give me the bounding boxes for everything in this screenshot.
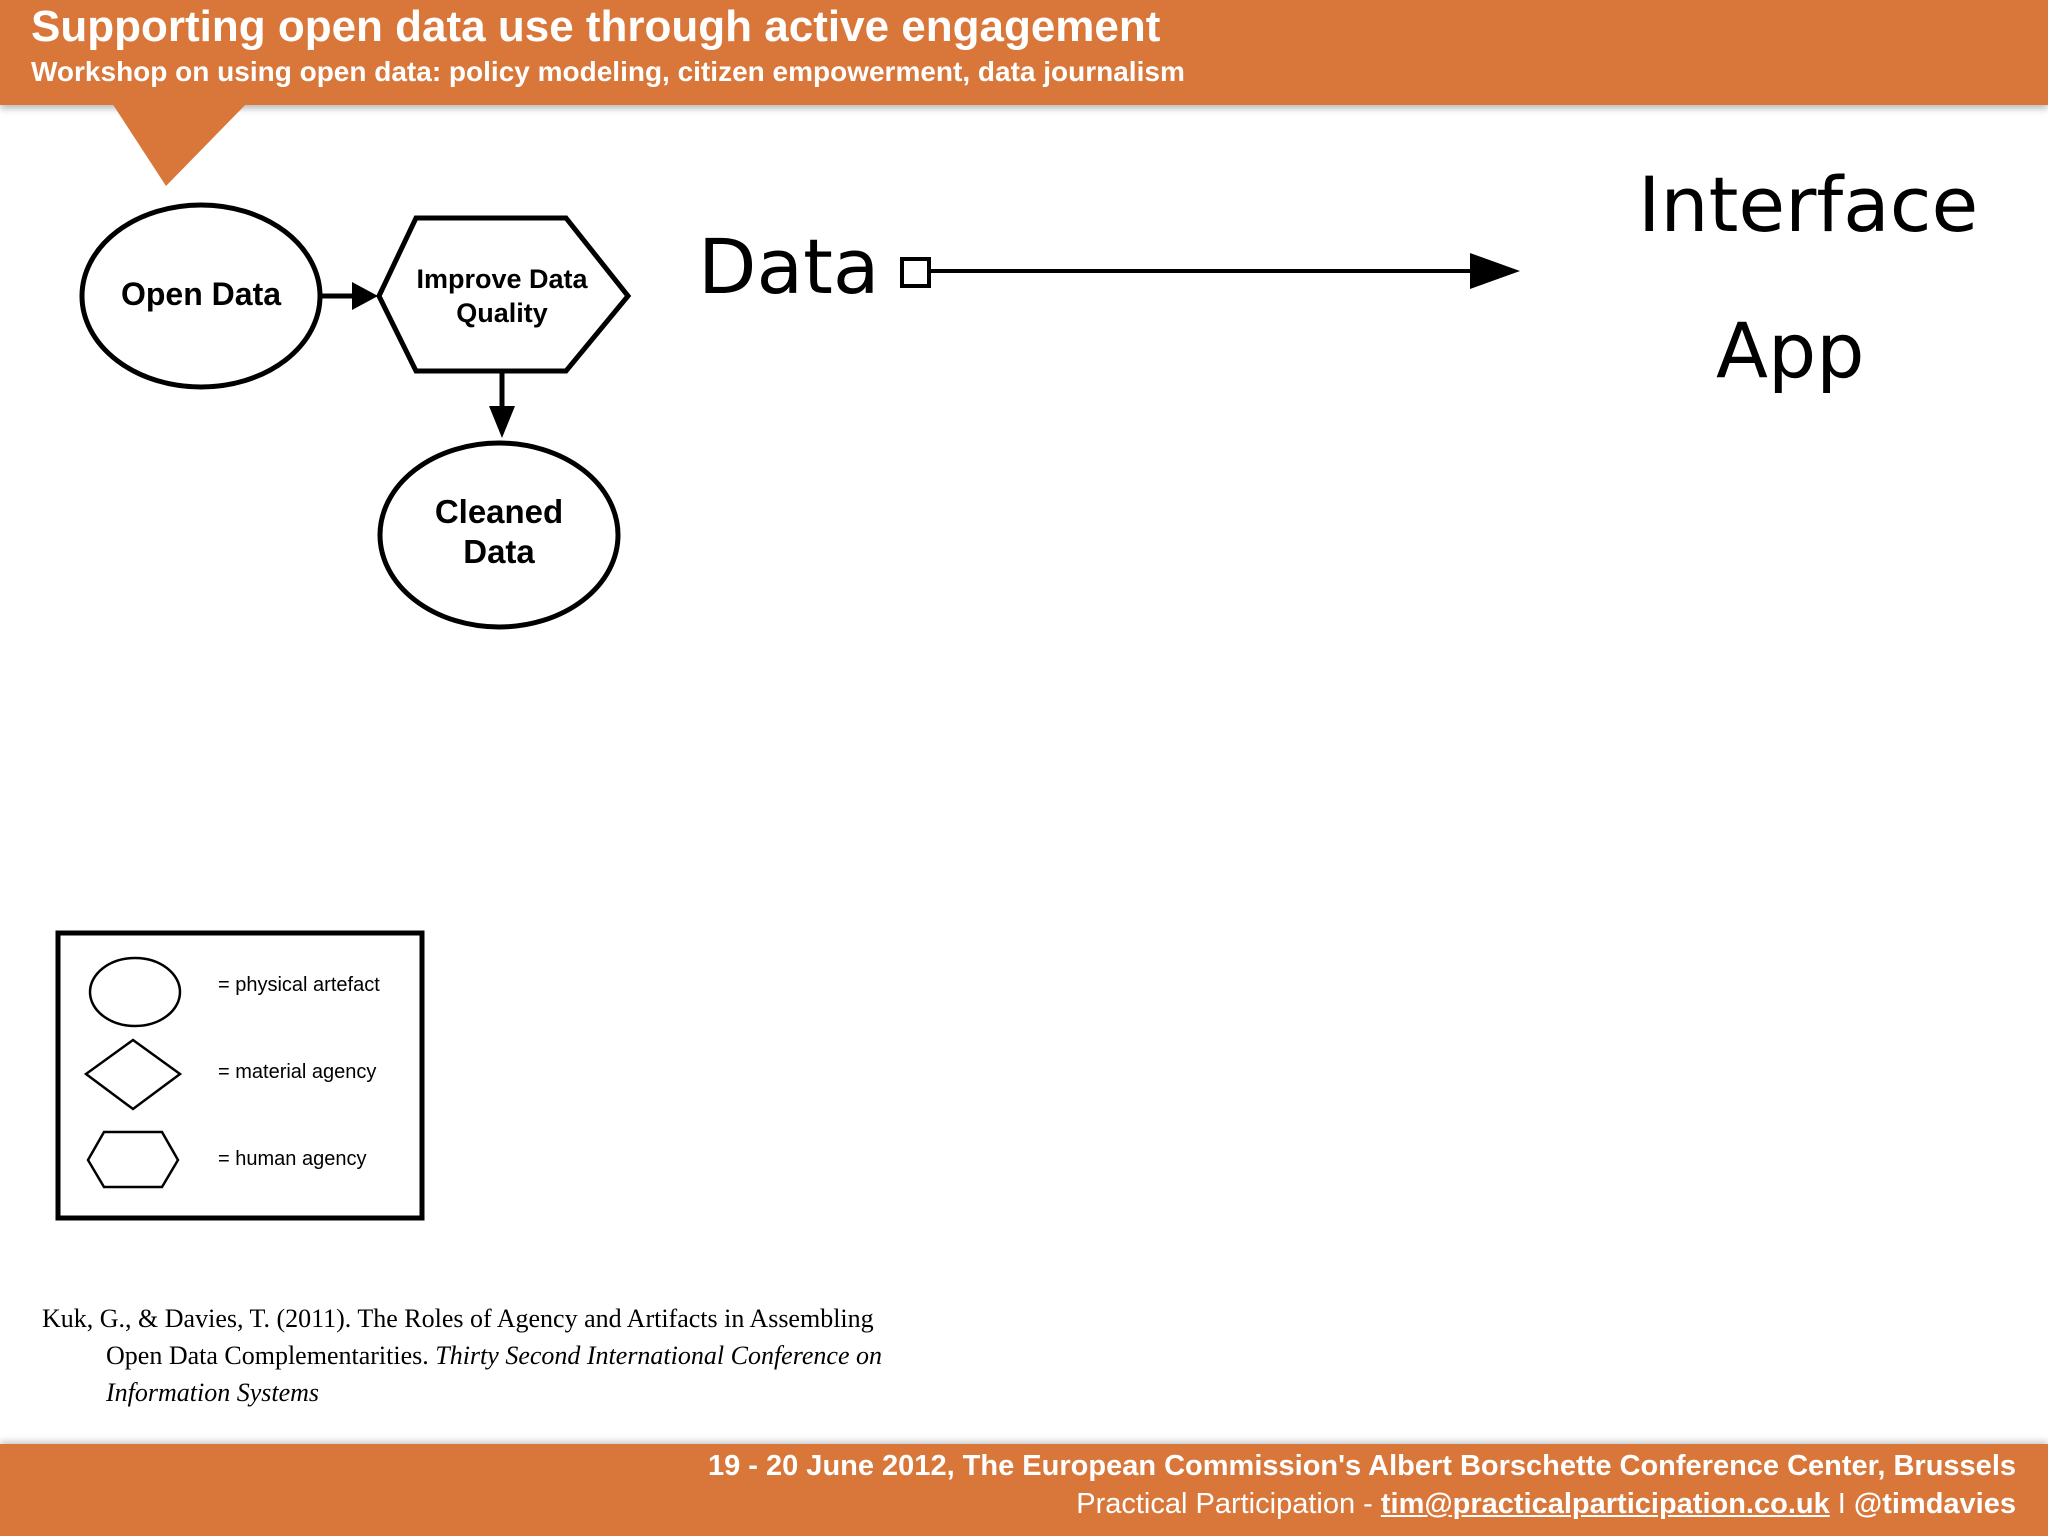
footer-banner: 19 - 20 June 2012, The European Commissi…	[0, 1444, 2048, 1536]
citation: Kuk, G., & Davies, T. (2011). The Roles …	[42, 1300, 1002, 1411]
citation-venue: Thirty Second International Conference o…	[435, 1341, 882, 1370]
legend-diamond-icon	[83, 1038, 183, 1111]
legend-material-agency: = material agency	[218, 1061, 377, 1083]
app-word: App	[1716, 306, 1865, 395]
legend-human-agency: = human agency	[218, 1148, 367, 1170]
process-diagram	[55, 202, 1520, 1221]
connector-square	[900, 257, 931, 288]
improve-quality-label: Improve Data Quality	[416, 264, 588, 328]
slide-subtitle: Workshop on using open data: policy mode…	[31, 56, 1185, 87]
slide-title: Supporting open data use through active …	[31, 2, 1161, 51]
contact-line: Practical Participation - tim@practicalp…	[1076, 1488, 2016, 1521]
arrowhead-improve-to-cleaned	[489, 406, 515, 438]
header-pointer	[110, 100, 250, 186]
data-word: Data	[698, 222, 880, 311]
connector-arrowhead	[1470, 253, 1520, 289]
legend-physical-artefact: = physical artefact	[218, 974, 380, 996]
interface-word: Interface	[1638, 160, 1979, 249]
improve-quality-node	[376, 215, 632, 374]
citation-line2: Open Data Complementarities. Thirty Seco…	[106, 1341, 882, 1370]
pointer-triangle	[110, 100, 250, 186]
citation-authors: Kuk, G., & Davies, T. (2011). The Roles …	[42, 1304, 874, 1333]
arrowhead-open-to-improve	[352, 282, 378, 310]
twitter-handle[interactable]: @timdavies	[1853, 1488, 2016, 1520]
header-banner: Supporting open data use through active …	[0, 0, 2048, 105]
separator: I	[1829, 1488, 1854, 1520]
event-details: 19 - 20 June 2012, The European Commissi…	[707, 1450, 2016, 1482]
cleaned-data-node	[377, 440, 621, 630]
cleaned-data-label: Cleaned Data	[434, 493, 564, 570]
legend-ellipse-icon	[88, 956, 182, 1028]
open-data-label: Open Data	[120, 276, 282, 312]
org-name: Practical Participation -	[1076, 1488, 1381, 1520]
email-link[interactable]: tim@practicalparticipation.co.uk	[1380, 1488, 1830, 1520]
legend-hexagon-icon	[86, 1130, 180, 1189]
citation-line3: Information Systems	[106, 1378, 320, 1407]
